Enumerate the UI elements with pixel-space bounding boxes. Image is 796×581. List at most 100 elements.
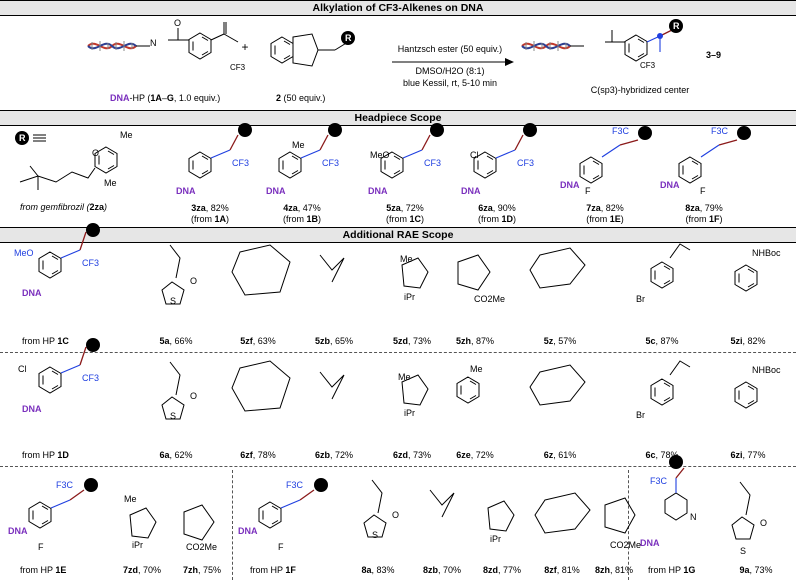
me-label: Me — [398, 372, 411, 382]
me-label: Me — [470, 364, 483, 374]
product-cf3-label: CF3 — [640, 61, 656, 70]
r-in-ball: R — [345, 33, 352, 43]
dna-label: DNA — [238, 526, 258, 536]
compound-label: 6c, 78% — [645, 450, 679, 460]
dna-helix-icon — [87, 40, 137, 52]
r-legend-ball: R — [19, 133, 26, 143]
compound-label: 5zb, 65% — [314, 336, 354, 346]
dna-label: DNA — [266, 186, 286, 196]
hp-label-1e: from HP 1E — [20, 565, 67, 575]
compound-label: 5zh, 87% — [455, 336, 495, 346]
dna-label: DNA — [640, 538, 660, 548]
amide-nh-label: N — [150, 38, 157, 48]
headpiece-scope-band: Headpiece Scope — [0, 110, 796, 126]
thiophene-s: S — [170, 296, 177, 306]
ketone-o: O — [392, 510, 400, 520]
me-label: Me — [400, 254, 413, 264]
f-label: F — [278, 542, 284, 552]
dna-label: DNA — [560, 180, 580, 190]
meo-label: MeO — [14, 248, 34, 258]
compound-label: 5zi, 82% — [730, 336, 766, 346]
plus-sign: + — [241, 40, 249, 54]
dna-label: DNA — [8, 526, 28, 536]
reactant-hp-label: DNA-HP (1A–G, 1.0 equiv.) — [110, 93, 221, 103]
product-note: C(sp3)-hybridized center — [590, 85, 690, 95]
f3c-label: F3C — [56, 480, 74, 490]
dna-label: DNA — [368, 186, 388, 196]
compound-label: 5zd, 73% — [392, 336, 432, 346]
compound-label: 5c, 87% — [645, 336, 679, 346]
cf3-label: CF3 — [424, 158, 442, 168]
compound-label: 6z, 61% — [543, 450, 577, 460]
hp-label-1d: from HP 1D — [22, 450, 69, 460]
r-in-ball-product: R — [673, 21, 680, 31]
ipr-label: iPr — [490, 534, 501, 544]
condition-2: DMSO/H2O (8:1) — [415, 66, 485, 76]
compound-label: 6ze, 72% — [456, 450, 494, 460]
ipr-label: iPr — [404, 408, 415, 418]
compound-label: 5a, 66% — [159, 336, 193, 346]
compound-label: 7zd, 70% — [122, 565, 162, 575]
dna-label: DNA — [22, 404, 42, 414]
f3c-label: F3C — [650, 476, 668, 486]
cf3-label: CF3 — [82, 373, 100, 383]
cf3-label: CF3 — [517, 158, 535, 168]
compound-label: 8zb, 70% — [422, 565, 462, 575]
compound-label: 5zf, 63% — [240, 336, 276, 346]
hp-label-1f: from HP 1F — [250, 565, 296, 575]
me-label: Me — [124, 494, 137, 504]
compound-label: 5za, 72%(from 1C) — [385, 203, 425, 224]
compound-label: 4za, 47%(from 1B) — [282, 203, 322, 224]
hp-label-1g: from HP 1G — [648, 565, 696, 575]
condition-1: Hantzsch ester (50 equiv.) — [397, 44, 503, 54]
product-range-label: 3–9 — [706, 50, 722, 60]
compound-label: 6zf, 78% — [240, 450, 276, 460]
cf3-label: CF3 — [322, 158, 340, 168]
meo-label: MeO — [370, 150, 390, 160]
cl-label: Cl — [18, 364, 27, 374]
compound-label: 7zh, 75% — [182, 565, 222, 575]
hp-label-1c: from HP 1C — [22, 336, 69, 346]
dna-label: DNA — [461, 186, 481, 196]
cf3-label: CF3 — [82, 258, 100, 268]
pyridine-n: N — [690, 512, 697, 522]
gemfibrozil-me-1: Me — [120, 130, 133, 140]
ketone-o: O — [760, 518, 768, 528]
co2me-label: CO2Me — [474, 294, 506, 304]
f3c-label: F3C — [612, 126, 630, 136]
compound-label: 8zf, 81% — [544, 565, 580, 575]
ketone-o: O — [190, 276, 198, 286]
gemfibrozil-o: O — [92, 148, 100, 158]
compound-label: 6zi, 77% — [730, 450, 766, 460]
compound-label: 6a, 62% — [159, 450, 193, 460]
f-label: F — [700, 186, 706, 196]
dna-label: DNA — [660, 180, 680, 190]
row-divider-2 — [0, 466, 796, 467]
dna-label: DNA — [176, 186, 196, 196]
group-divider-1 — [232, 470, 233, 580]
thiophene-s: S — [170, 411, 177, 421]
gemfibrozil-me-2: Me — [104, 178, 117, 188]
reagent-2-label: 2 (50 equiv.) — [276, 93, 326, 103]
compound-label: 8zh, 81% — [594, 565, 634, 575]
group-divider-2 — [628, 470, 629, 580]
co2me-label: CO2Me — [610, 540, 642, 550]
compound-label: 8zd, 77% — [482, 565, 522, 575]
condition-3: blue Kessil, rt, 5-10 min — [402, 78, 498, 88]
compound-label: 5z, 57% — [543, 336, 577, 346]
co2me-label: CO2Me — [186, 542, 218, 552]
compound-label: 7za, 82%(from 1E) — [586, 203, 624, 224]
f3c-label: F3C — [286, 480, 304, 490]
ipr-label: iPr — [132, 540, 143, 550]
title-band: Alkylation of CF3-Alkenes on DNA — [0, 0, 796, 16]
compound-label: 3za, 82%(from 1A) — [190, 203, 230, 224]
ipr-label: iPr — [404, 292, 415, 302]
f-label: F — [38, 542, 44, 552]
dna-label: DNA — [22, 288, 42, 298]
rae-scope-band: Additional RAE Scope — [0, 227, 796, 243]
compound-label: 6za, 90%(from 1D) — [477, 203, 517, 224]
r-source-label: from gemfibrozil (2za) — [20, 202, 108, 212]
nhboc-label: NHBoc — [752, 248, 781, 258]
br-label: Br — [636, 294, 645, 304]
